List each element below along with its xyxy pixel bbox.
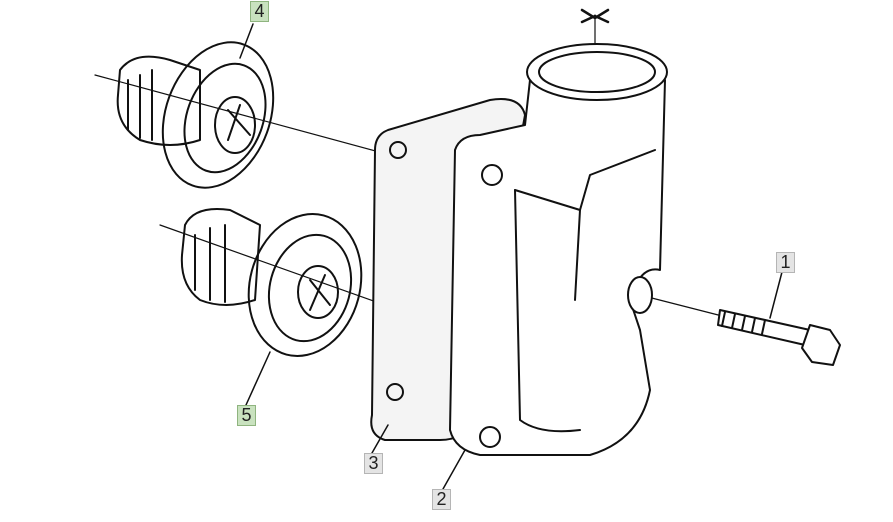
housing-drawing (449, 43, 668, 456)
callout-2: 2 (432, 489, 451, 510)
arrow-symbol (580, 8, 610, 24)
callout-5: 5 (237, 405, 256, 426)
thermostat-upper-drawing (116, 41, 275, 189)
callout-1: 1 (776, 252, 795, 273)
callout-3: 3 (364, 453, 383, 474)
bolt-drawing (717, 309, 841, 366)
thermostat-lower-drawing (180, 208, 363, 357)
callout-4: 4 (250, 1, 269, 22)
leader-lines (239, 23, 783, 490)
